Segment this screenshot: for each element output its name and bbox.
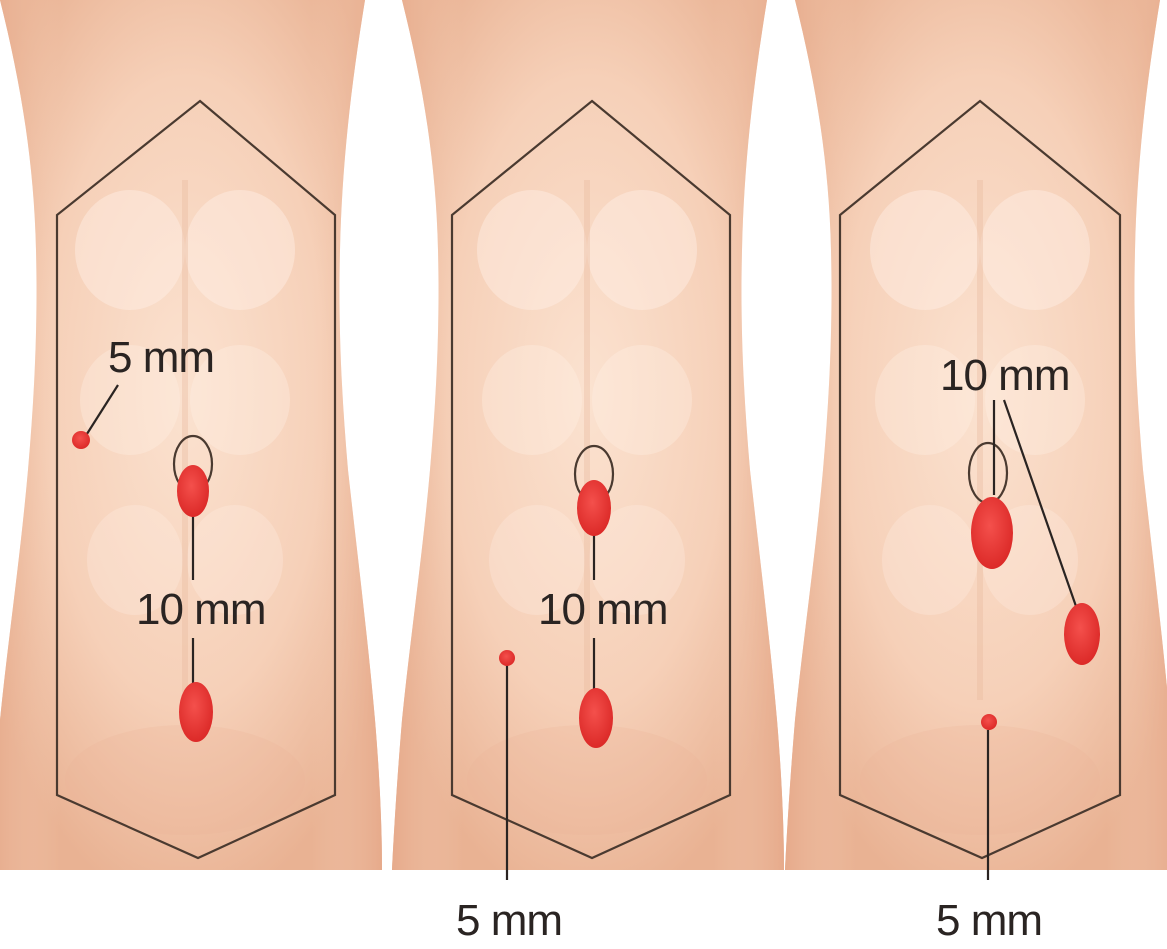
- panel-3: 10 mm 5 mm: [785, 0, 1167, 945]
- label-10mm: 10 mm: [136, 585, 265, 634]
- port-10mm-lower-1: [179, 682, 213, 742]
- label-10mm: 10 mm: [940, 351, 1069, 400]
- torso-3: [785, 0, 1167, 870]
- label-5mm: 5 mm: [936, 896, 1042, 945]
- label-5mm: 5 mm: [456, 896, 562, 945]
- panel-1: 5 mm 10 mm: [0, 0, 382, 870]
- port-5mm-1: [72, 431, 90, 449]
- label-5mm: 5 mm: [108, 333, 214, 382]
- port-10mm-umbilical-1: [177, 465, 209, 517]
- panel-2: 10 mm 5 mm: [392, 0, 784, 945]
- label-10mm: 10 mm: [538, 585, 667, 634]
- port-10mm-lower-2: [579, 688, 613, 748]
- port-10mm-right-3: [1064, 603, 1100, 665]
- port-10mm-umbilical-3: [971, 497, 1013, 569]
- port-5mm-3: [981, 714, 997, 730]
- port-5mm-2: [499, 650, 515, 666]
- port-10mm-umbilical-2: [577, 480, 611, 536]
